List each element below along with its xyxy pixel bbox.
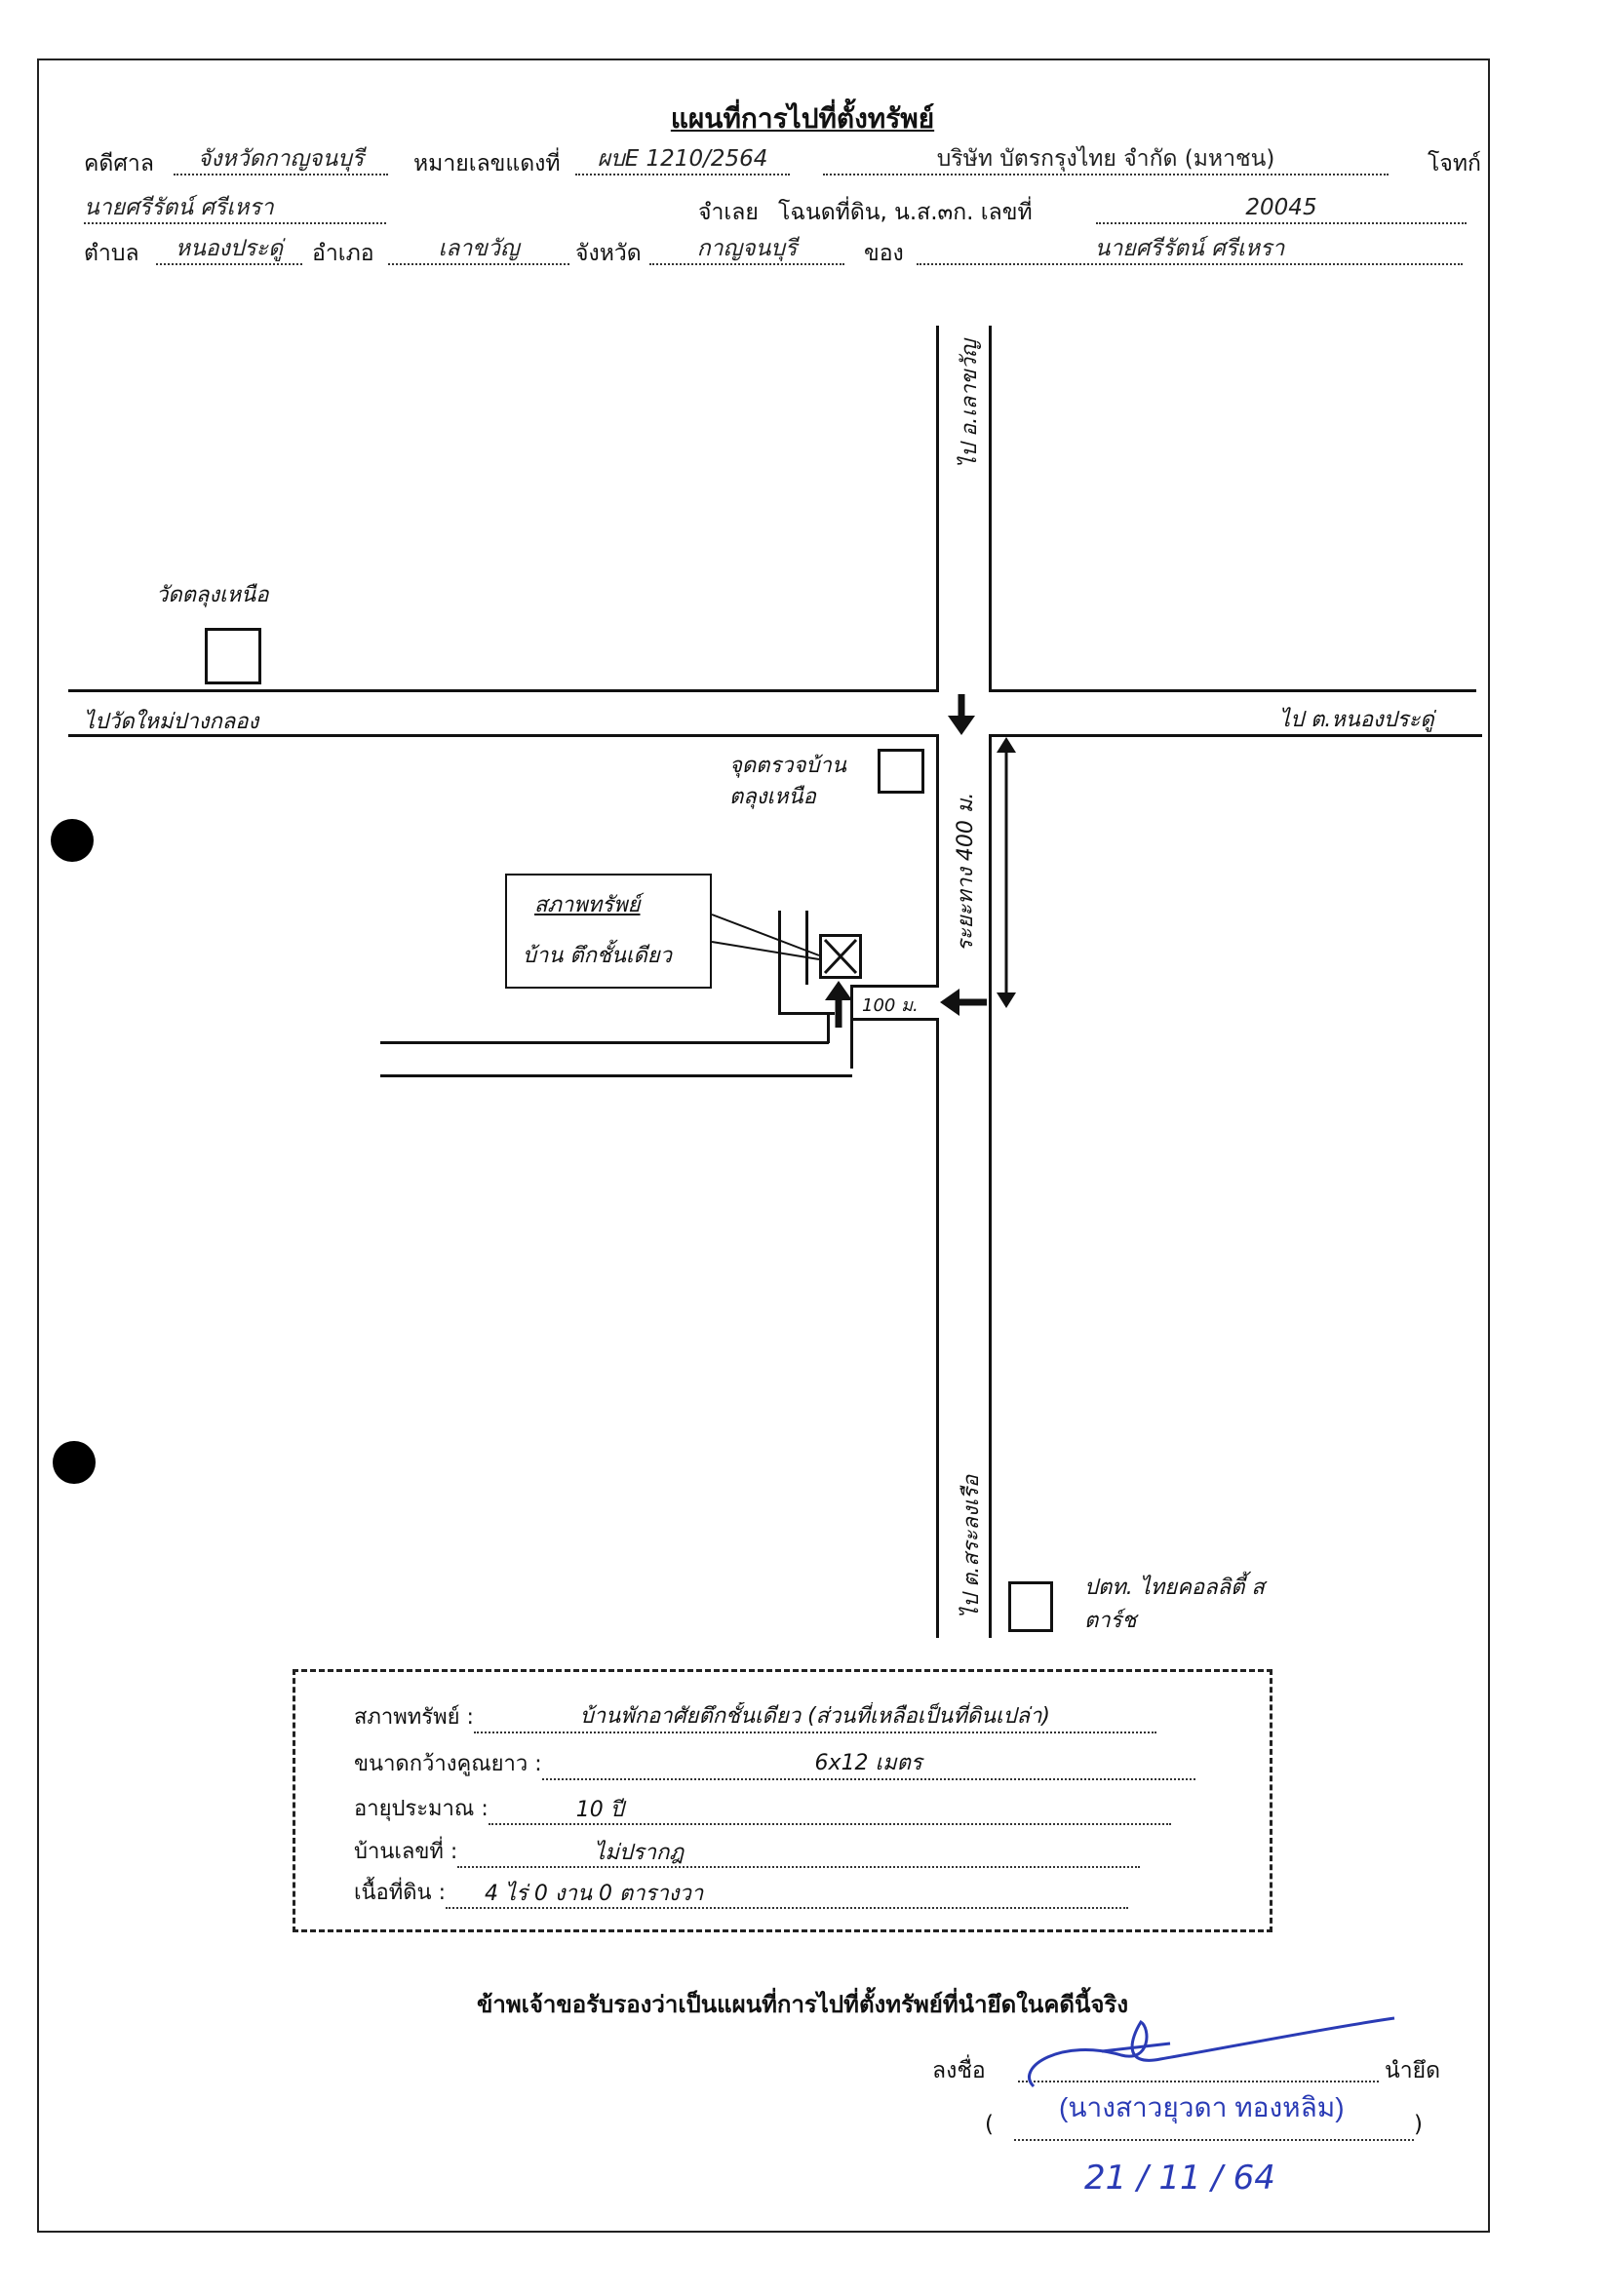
road-north-east-line — [989, 326, 992, 690]
side-road-bottom-line — [852, 1018, 939, 1021]
to-west-label: ไปวัดใหม่ปางกลอง — [84, 710, 259, 734]
plaintiff-name: บริษัท บัตรกรุงไทย จำกัด (มหาชน) — [823, 142, 1389, 175]
province-label: จังหวัด — [575, 241, 642, 266]
province-value: กาญจนบุรี — [649, 232, 844, 265]
property-callout-box — [505, 874, 712, 989]
area-label: เนื้อที่ดิน : — [354, 1881, 447, 1905]
district-label: อำเภอ — [312, 241, 374, 266]
road-south-west-line — [936, 735, 939, 985]
page-title: แผนที่การไปที่ตั้งทรัพย์ — [670, 102, 935, 135]
signature-date: 21 / 11 / 64 — [1084, 2159, 1275, 2198]
punch-hole-top — [51, 819, 94, 862]
temple-label: วัดตลุงเหนือ — [156, 583, 269, 607]
subdistrict-label: ตำบล — [84, 241, 139, 266]
road-west-top-line — [68, 689, 939, 692]
age-value: 10 ปี — [488, 1796, 1171, 1825]
property-callout-title: สภาพทรัพย์ — [534, 893, 641, 917]
subdistrict-value: หนองประดู่ — [156, 232, 302, 265]
lane-east-line — [805, 911, 808, 985]
deed-no: 20045 — [1096, 191, 1467, 224]
info-row-size: ขนาดกว้างคูณยาว : 6x12 เมตร — [354, 1746, 1195, 1780]
signer-name-line — [1014, 2139, 1414, 2141]
lane-corner-line — [778, 1012, 835, 1015]
owner-value: นายศรีรัตน์ ศรีเหรา — [917, 232, 1463, 265]
checkpoint-label: จุดตรวจบ้านตลุงเหนือ — [729, 754, 846, 809]
age-label: อายุประมาณ : — [354, 1797, 489, 1821]
property-to-road-line — [850, 985, 853, 1069]
defendant-label: จำเลย — [698, 200, 759, 225]
house-no-value: ไม่ปรากฎ — [457, 1839, 1141, 1868]
west-access-top-line — [380, 1041, 829, 1044]
west-access-bend — [827, 1014, 830, 1043]
info-row-age: อายุประมาณ : 10 ปี — [354, 1791, 1171, 1825]
gas-station-box — [1008, 1581, 1053, 1632]
area-value: 4 ไร่ 0 งาน 0 ตารางวา — [446, 1880, 1129, 1909]
lane-west-line — [778, 911, 781, 1014]
property-callout-desc: บ้าน ตึกชั้นเดียว — [523, 944, 672, 968]
side-road-top-line — [852, 985, 939, 988]
road-west-bottom-line — [68, 734, 939, 737]
to-east-label: ไป ต.หนองประดู่ — [1279, 708, 1434, 732]
info-row-house-no: บ้านเลขที่ : ไม่ปรากฎ — [354, 1834, 1141, 1868]
case-no-value: ผบE 1210/2564 — [575, 142, 790, 175]
certification-text: ข้าพเจ้าขอรับรองว่าเป็นแผนที่การไปที่ตั้… — [476, 1991, 1129, 2018]
document-border — [37, 58, 1490, 2233]
info-row-area: เนื้อที่ดิน : 4 ไร่ 0 งาน 0 ตารางวา — [354, 1875, 1129, 1909]
open-paren: ( — [985, 2112, 994, 2137]
house-no-label: บ้านเลขที่ : — [354, 1840, 458, 1864]
plaintiff-label: โจทก์ — [1428, 151, 1481, 176]
temple-box — [205, 628, 261, 684]
info-row-condition: สภาพทรัพย์ : บ้านพักอาศัยตึกชั้นเดียว (ส… — [354, 1699, 1156, 1733]
property-info-box: สภาพทรัพย์ : บ้านพักอาศัยตึกชั้นเดียว (ส… — [293, 1669, 1272, 1932]
court-value: จังหวัดกาญจนบุรี — [174, 142, 388, 175]
signer-name: (นางสาวยุวดา ทองหลิม) — [1059, 2092, 1345, 2122]
punch-hole-bottom — [53, 1441, 96, 1484]
sign-label: ลงชื่อ — [932, 2058, 986, 2083]
signature-scribble — [1028, 2016, 1395, 2088]
defendant-name: นายศรีรัตน์ ศรีเหรา — [84, 191, 386, 224]
condition-value: บ้านพักอาศัยตึกชั้นเดียว (ส่วนที่เหลือเป… — [473, 1702, 1156, 1733]
gas-station-label: ปตท. ไทยคอลลิตี้ สตาร์ช — [1084, 1576, 1265, 1633]
west-access-bottom-line — [380, 1074, 852, 1077]
owner-label: ของ — [864, 241, 904, 266]
road-south-west-line-2 — [936, 1018, 939, 1638]
checkpoint-box — [878, 749, 924, 794]
close-paren: ) — [1414, 2112, 1423, 2137]
deed-label: โฉนดที่ดิน, น.ส.๓ก. เลขที่ — [778, 200, 1033, 225]
size-label: ขนาดกว้างคูณยาว : — [354, 1752, 542, 1776]
case-no-label: หมายเลขแดงที่ — [413, 151, 561, 176]
road-east-bottom-line — [989, 734, 1482, 737]
court-label: คดีศาล — [84, 151, 154, 176]
distance-100-label: 100 ม. — [862, 995, 919, 1016]
district-value: เลาขวัญ — [388, 232, 569, 265]
signature-line — [1018, 2081, 1379, 2082]
road-south-east-line — [989, 735, 992, 1638]
road-north-west-line — [936, 326, 939, 690]
role-label: นำยึด — [1385, 2058, 1441, 2083]
condition-label: สภาพทรัพย์ : — [354, 1705, 474, 1730]
road-east-top-line — [989, 689, 1476, 692]
size-value: 6x12 เมตร — [541, 1749, 1195, 1780]
